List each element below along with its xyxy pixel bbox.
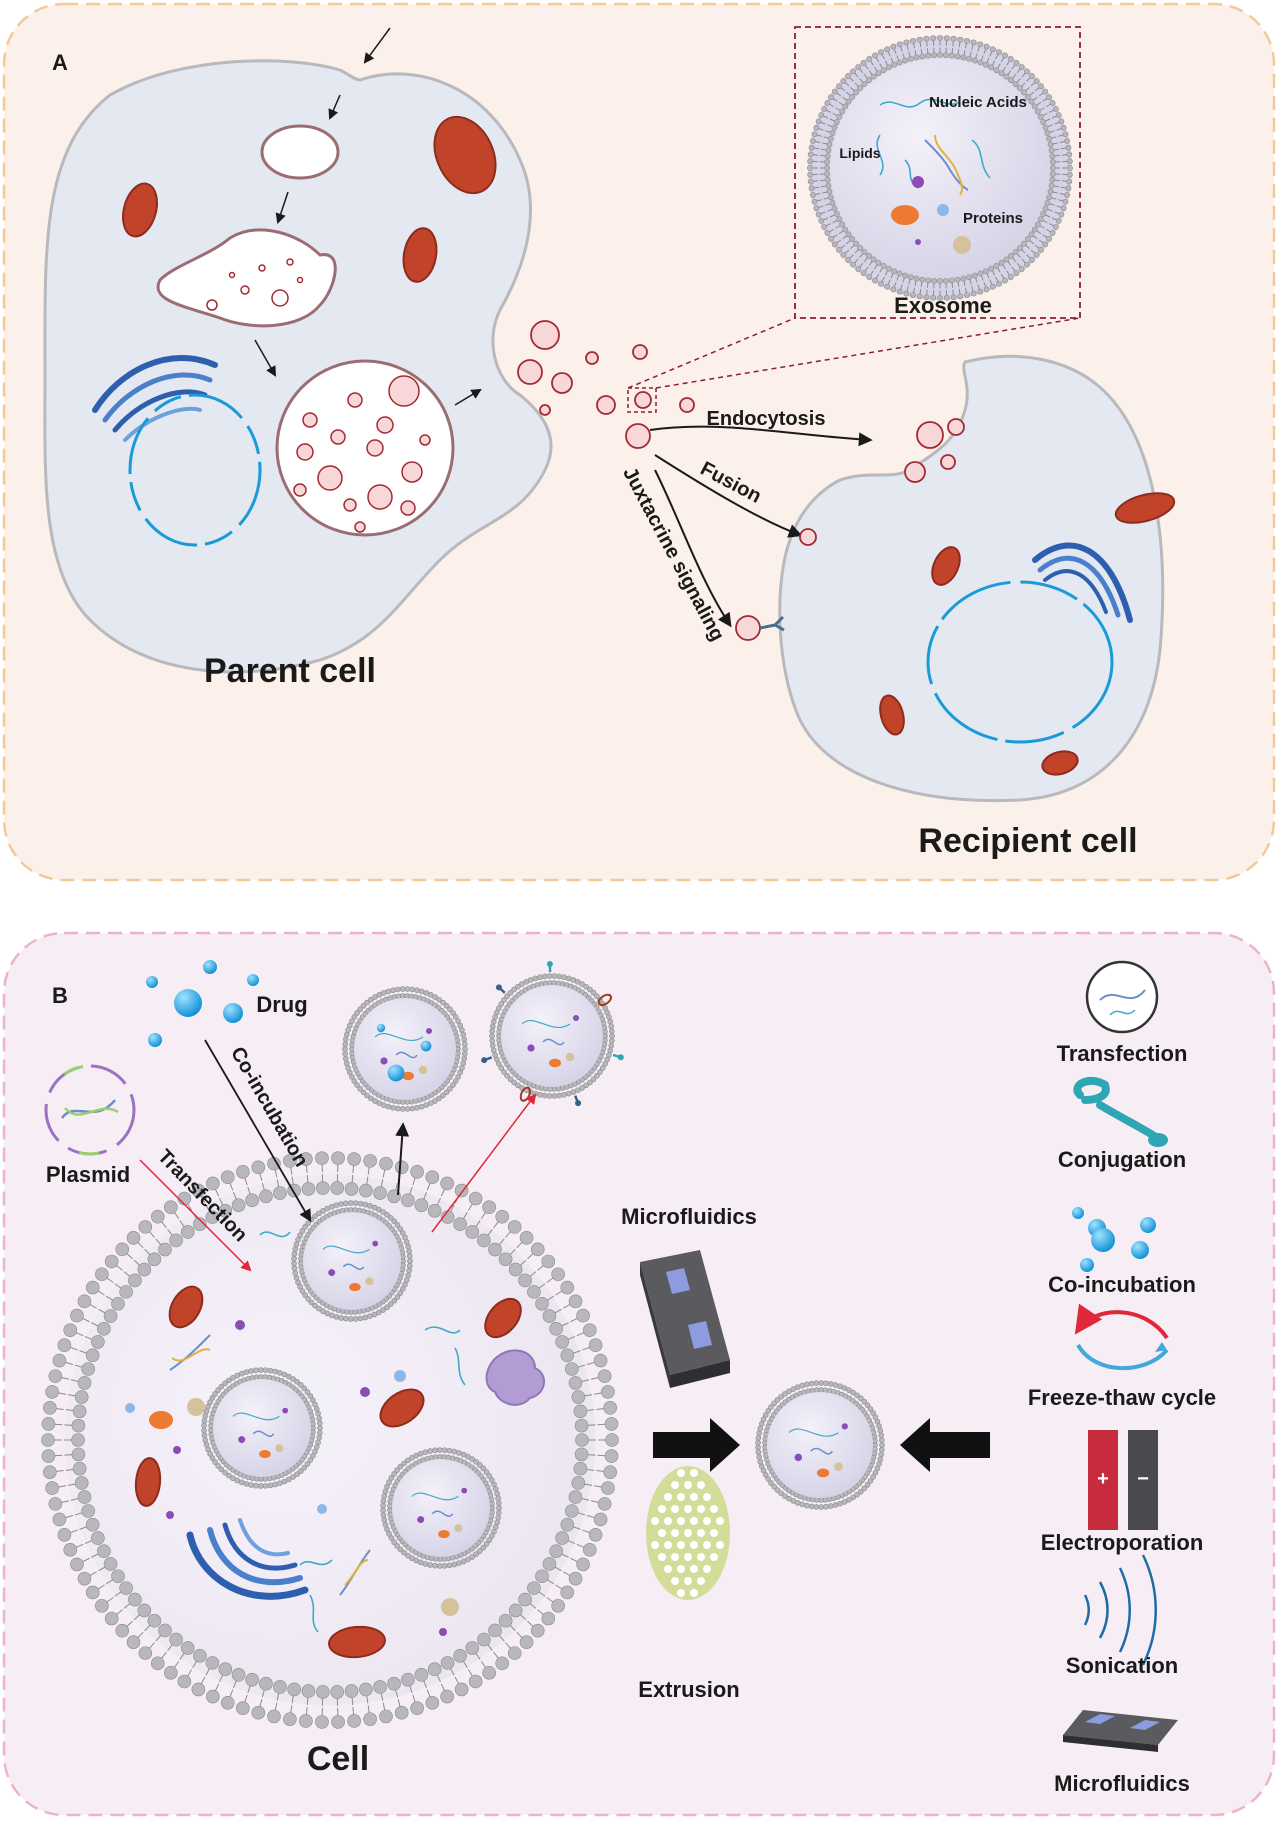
protein-orange <box>891 205 919 225</box>
protein-blue <box>937 204 949 216</box>
juxtacrine-exosome <box>736 616 760 640</box>
drug-loaded-exosome <box>343 987 468 1112</box>
plasmid-label: Plasmid <box>46 1162 130 1187</box>
panel-a: A <box>4 4 1274 880</box>
panel-a-letter: A <box>52 50 68 75</box>
method-label-conjugation: Conjugation <box>1058 1147 1186 1172</box>
drug-label: Drug <box>256 992 307 1017</box>
engineered-exosome-center <box>756 1381 885 1510</box>
exosome-label-nucleic-acids: Nucleic Acids <box>929 94 1027 111</box>
exosome-lumen <box>830 58 1050 278</box>
recipient-cell-label: Recipient cell <box>918 822 1137 860</box>
panel-b: B <box>4 933 1274 1815</box>
method-label-transfection: Transfection <box>1057 1041 1188 1066</box>
parent-cell-label: Parent cell <box>204 652 376 690</box>
method-label-coincubation: Co-incubation <box>1048 1272 1196 1297</box>
cell-label: Cell <box>307 1740 369 1778</box>
microfluidics-label: Microfluidics <box>621 1204 757 1229</box>
lipid-particle <box>912 176 924 188</box>
electrode-plus-sign: + <box>1097 1468 1109 1490</box>
protein-tan <box>953 236 971 254</box>
method-label-microfluidics: Microfluidics <box>1054 1771 1190 1796</box>
electrode-minus-sign: − <box>1137 1468 1149 1490</box>
early-endosome <box>262 126 338 178</box>
endocytosis-label: Endocytosis <box>707 408 826 430</box>
method-label-sonication: Sonication <box>1066 1653 1178 1678</box>
extrusion-label: Extrusion <box>638 1677 739 1702</box>
cell-mvb-left <box>202 1368 323 1489</box>
cell-mvb-right <box>381 1448 502 1569</box>
exosome-label-lipids: Lipids <box>839 145 880 161</box>
method-label-freeze-thaw: Freeze-thaw cycle <box>1028 1385 1216 1410</box>
exosome-title: Exosome <box>894 293 992 318</box>
exosome-label-proteins: Proteins <box>963 210 1023 227</box>
method-label-electroporation: Electroporation <box>1041 1530 1204 1555</box>
small-lipid <box>915 239 921 245</box>
panel-b-letter: B <box>52 983 68 1008</box>
fusing-exosome <box>800 529 816 545</box>
